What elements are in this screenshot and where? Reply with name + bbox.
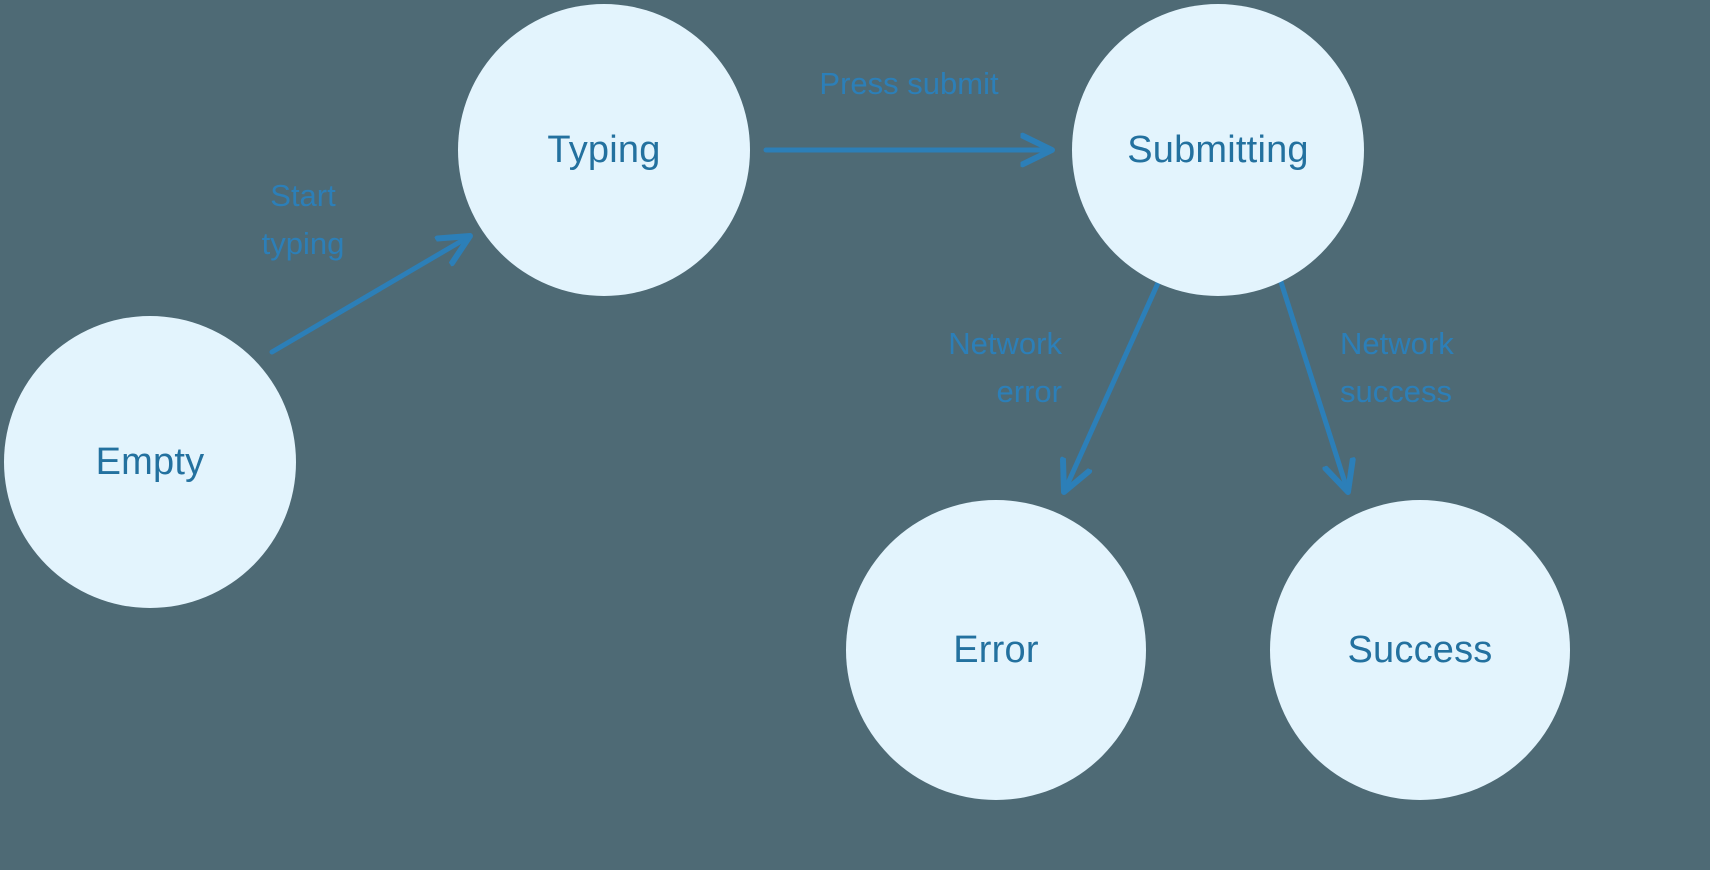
- node-label-submitting: Submitting: [1127, 129, 1309, 171]
- edge-label-network-error: Network error: [948, 326, 1062, 410]
- node-empty[interactable]: Empty: [4, 316, 296, 608]
- node-error[interactable]: Error: [846, 500, 1146, 800]
- edge-label-network-success: Network success: [1340, 326, 1454, 410]
- edge-label-start-typing: Start typing: [261, 178, 345, 262]
- edge-submitting-to-success: [1278, 279, 1348, 492]
- node-label-empty: Empty: [95, 441, 205, 483]
- edge-empty-to-typing: [269, 236, 470, 355]
- node-submitting[interactable]: Submitting: [1072, 4, 1364, 296]
- edge-submitting-to-error: [1064, 280, 1161, 492]
- node-label-typing: Typing: [547, 129, 661, 171]
- node-label-error: Error: [953, 629, 1039, 671]
- node-label-success: Success: [1347, 629, 1493, 671]
- node-typing[interactable]: Typing: [458, 4, 750, 296]
- node-success[interactable]: Success: [1270, 500, 1570, 800]
- edge-label-press-submit: Press submit: [819, 66, 999, 101]
